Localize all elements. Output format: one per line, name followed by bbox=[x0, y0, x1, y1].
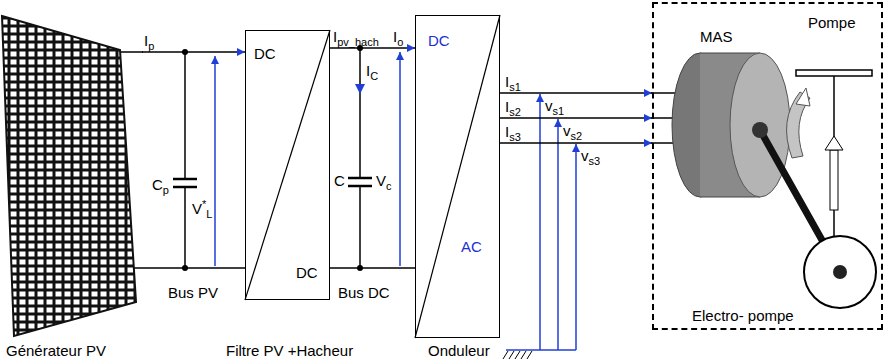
symbol-letter: v bbox=[581, 147, 589, 164]
current-label: Is2 bbox=[505, 98, 521, 115]
subscript: s2 bbox=[509, 106, 521, 118]
current-label: Ip bbox=[144, 32, 154, 49]
symbol-label: Cp bbox=[152, 176, 169, 193]
wire bbox=[134, 267, 245, 269]
subscript: s1 bbox=[509, 81, 521, 93]
subscript: C bbox=[370, 70, 378, 82]
symbol-letter: C bbox=[152, 176, 163, 193]
symbol-label: Vc bbox=[376, 172, 392, 189]
wire bbox=[120, 51, 143, 53]
subscript: s3 bbox=[589, 155, 601, 167]
converter-box: DC AC bbox=[415, 15, 500, 338]
pump-hub bbox=[833, 265, 847, 279]
wire bbox=[651, 92, 676, 94]
voltage-arrow bbox=[399, 52, 401, 266]
node-text: Générateur PV bbox=[6, 342, 106, 359]
wire-connector bbox=[142, 51, 245, 53]
subscript: p bbox=[163, 184, 169, 196]
node-text: AC bbox=[461, 238, 482, 255]
symbol-letter: I bbox=[366, 62, 370, 79]
symbol-label: Pompe bbox=[808, 14, 856, 31]
symbol-label: Bus DC bbox=[338, 284, 390, 301]
capacitor-plate bbox=[348, 177, 372, 180]
motor-hub bbox=[752, 122, 768, 138]
symbol-label: Filtre PV +Hacheur bbox=[226, 342, 353, 359]
pv-panel bbox=[2, 16, 136, 336]
subscript: pv_hach bbox=[337, 36, 379, 48]
subscript: s1 bbox=[553, 105, 565, 117]
motor-body bbox=[700, 53, 760, 54]
wire bbox=[651, 117, 674, 119]
voltage-arrow bbox=[214, 56, 216, 266]
symbol-label: C bbox=[334, 172, 345, 189]
subscript: p bbox=[148, 40, 154, 52]
voltage-arrow bbox=[557, 119, 559, 350]
voltage-arrow bbox=[539, 94, 541, 350]
converter-box: DC DC bbox=[245, 30, 330, 300]
symbol-letter: I bbox=[144, 32, 148, 49]
voltage-arrow bbox=[575, 144, 577, 350]
pv-generator: Générateur PV bbox=[0, 10, 142, 362]
wire-connector bbox=[500, 117, 652, 119]
subscript: L bbox=[206, 208, 212, 220]
pv-panel bbox=[0, 10, 142, 362]
wire bbox=[651, 142, 674, 144]
symbol-letter: I bbox=[505, 98, 509, 115]
wire bbox=[359, 48, 361, 178]
flow-arrow bbox=[825, 136, 843, 150]
wire bbox=[184, 187, 186, 268]
symbol-letter: v bbox=[545, 97, 553, 114]
junction-dot bbox=[182, 265, 188, 271]
subscript: c bbox=[386, 180, 392, 192]
current-label: Is1 bbox=[505, 73, 521, 90]
wire-connector bbox=[500, 142, 652, 144]
wire bbox=[359, 186, 361, 268]
symbol-letter: V bbox=[376, 172, 386, 189]
pump-body bbox=[804, 236, 876, 308]
symbol-label: vs1 bbox=[545, 97, 564, 114]
current-label: Io bbox=[393, 28, 403, 45]
superscript: * bbox=[202, 198, 206, 210]
pump-outlet bbox=[796, 70, 872, 76]
symbol-letter: I bbox=[333, 28, 337, 45]
converter-diagonal bbox=[245, 30, 330, 300]
wire bbox=[330, 267, 415, 269]
node-text: DC bbox=[296, 264, 318, 281]
ground-symbol bbox=[503, 351, 532, 359]
subscript: s3 bbox=[509, 131, 521, 143]
rotation-arrow bbox=[796, 88, 810, 106]
current-arrow bbox=[355, 84, 365, 94]
symbol-label: vs2 bbox=[563, 122, 582, 139]
symbol-letter: v bbox=[563, 122, 571, 139]
converter-diagonal bbox=[415, 15, 500, 338]
motor-face bbox=[730, 53, 790, 197]
capacitor-plate bbox=[173, 178, 197, 181]
symbol-label: MAS bbox=[700, 28, 733, 45]
symbol-label: Onduleur bbox=[428, 342, 490, 359]
node-text: DC bbox=[254, 45, 276, 62]
node-text: DC bbox=[428, 32, 450, 49]
symbol-label: Bus PV bbox=[168, 284, 218, 301]
symbol-letter: I bbox=[393, 28, 397, 45]
current-label: Is3 bbox=[505, 123, 521, 140]
junction-dot bbox=[357, 265, 363, 271]
motor-body bbox=[700, 197, 760, 198]
flow-arrow bbox=[830, 150, 838, 210]
wire bbox=[184, 52, 186, 179]
symbol-label: V*L bbox=[192, 200, 212, 217]
symbol-letter: I bbox=[505, 123, 509, 140]
ground-line bbox=[506, 349, 576, 351]
group-box: Electro- pompe bbox=[652, 2, 883, 330]
subscript: s2 bbox=[571, 130, 583, 142]
symbol-label: vs3 bbox=[581, 147, 600, 164]
symbol-label: Ipv_hach bbox=[333, 28, 379, 45]
symbol-letter: V bbox=[192, 200, 202, 217]
subscript: o bbox=[397, 36, 403, 48]
wire-connector bbox=[500, 92, 652, 94]
symbol-letter: I bbox=[505, 73, 509, 90]
node-text: Electro- pompe bbox=[692, 307, 794, 324]
symbol-label: IC bbox=[366, 62, 378, 79]
